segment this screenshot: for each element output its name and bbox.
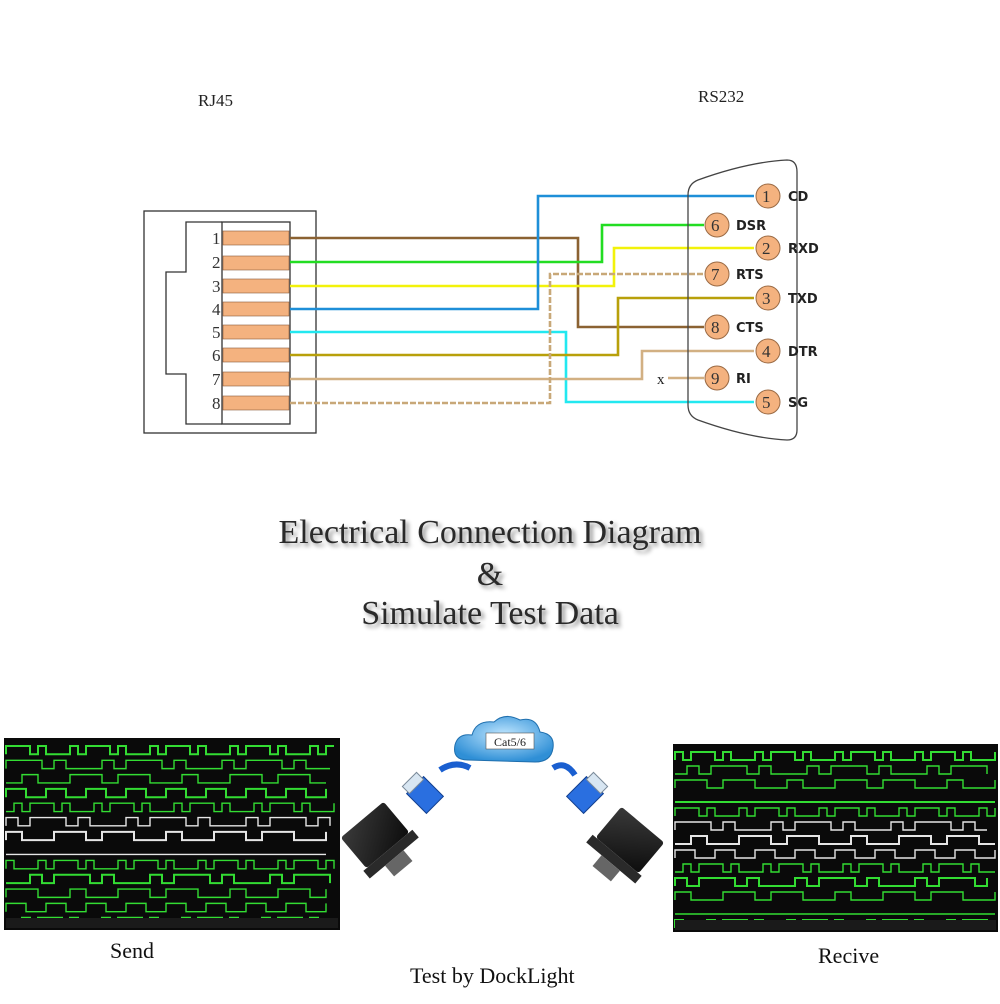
wire-pin3-rxd	[290, 246, 754, 288]
db9-pin-number-9: 9	[711, 369, 720, 388]
db9-pin-7	[704, 261, 730, 287]
title-line-3: Simulate Test Data	[361, 595, 619, 632]
scope-trace	[5, 859, 335, 870]
send-label: Send	[110, 938, 154, 963]
rj45-pin-1	[222, 230, 290, 246]
db9-pin-2	[755, 235, 781, 261]
rj45-pin-3	[222, 278, 290, 294]
scope-trace	[675, 765, 988, 775]
title-line-2: &	[477, 556, 503, 593]
db9-pin-name-txd: TXD	[788, 292, 818, 307]
db9-pins: 1 CD 6 DSR 2 RXD 7 RTS 3 TXD 8 CTS 4 DTR…	[657, 183, 819, 415]
scope-trace	[5, 830, 327, 842]
cloud-icon: Cat5/6	[454, 716, 554, 763]
wire-pin1-cts	[290, 236, 704, 329]
rj45-pin-7	[222, 371, 290, 387]
db9-pin-name-cts: CTS	[736, 321, 764, 336]
db9-pin-6	[704, 212, 730, 238]
test-label: Test by DockLight	[410, 963, 575, 988]
receive-label: Recive	[818, 943, 879, 968]
wire-pin6-txd	[290, 296, 754, 357]
scope-trace	[5, 888, 327, 899]
db9-pin-number-7: 7	[711, 265, 720, 284]
receive-scope-traces	[674, 751, 996, 930]
db9-connector	[687, 159, 798, 441]
send-scope-screenshot	[4, 738, 340, 930]
db9-pin-name-rts: RTS	[736, 268, 764, 283]
scope-trace	[5, 745, 334, 756]
db9-pin-3	[755, 285, 781, 311]
scope-trace	[6, 802, 335, 813]
scope-trace	[674, 779, 996, 789]
db9-pin-name-sg: SG	[788, 396, 808, 411]
db9-pin-name-cd: CD	[788, 190, 809, 205]
db9-pin-number-6: 6	[711, 216, 720, 235]
scope-trace	[6, 873, 331, 885]
send-scope-traces	[5, 745, 338, 928]
db9-pin-5	[755, 389, 781, 415]
db9-pin-9	[704, 365, 730, 391]
scope-trace	[675, 835, 995, 845]
scope-trace	[6, 773, 326, 784]
scope-trace	[674, 877, 988, 887]
rj45-pin-number-2: 2	[212, 253, 221, 272]
rj45-pin-number-8: 8	[212, 394, 221, 413]
rs232-label: RS232	[698, 87, 744, 106]
wire-pin8-rts	[290, 272, 704, 405]
unconnected-mark: x	[657, 372, 665, 388]
db9-pin-1	[755, 183, 781, 209]
db9-pin-number-2: 2	[762, 239, 771, 258]
scope-trace	[674, 849, 996, 859]
rj45-pin-number-5: 5	[212, 323, 221, 342]
db9-pin-name-dtr: DTR	[788, 345, 818, 360]
db9-pin-name-rxd: RXD	[788, 242, 819, 257]
rj45-pin-5	[222, 324, 290, 340]
title-line-1: Electrical Connection Diagram	[279, 514, 702, 551]
rj45-pin-4	[222, 301, 290, 317]
scope-time-axis	[6, 918, 338, 928]
wire-pin5-sg	[290, 330, 754, 404]
scope-trace	[5, 759, 330, 770]
wire-pin4-cd	[290, 194, 754, 311]
rj45-pin-number-1: 1	[212, 229, 221, 248]
rj45-pin-number-6: 6	[212, 346, 221, 365]
rj45-jack	[143, 210, 317, 434]
db9-pin-8	[704, 314, 730, 340]
scope-trace	[674, 891, 996, 901]
wire-pin2-dsr	[290, 223, 704, 264]
rj45-label: RJ45	[198, 91, 233, 110]
db9-pin-number-5: 5	[762, 393, 771, 412]
rj45-pin-number-4: 4	[212, 300, 221, 319]
scope-time-axis	[675, 920, 996, 930]
scope-trace	[5, 816, 331, 827]
rj45-pin-6	[222, 347, 290, 363]
rj45-pins: 1 2 3 4 5 6 7 8	[212, 229, 290, 413]
scope-trace	[5, 787, 327, 799]
scope-trace	[674, 821, 987, 831]
wire-pin7-dtr	[290, 349, 754, 381]
right-rj45-db9-adapter-icon	[551, 762, 664, 884]
scope-trace	[5, 902, 327, 913]
db9-pin-name-dsr: DSR	[736, 219, 766, 234]
db9-pin-number-1: 1	[762, 187, 771, 206]
db9-pin-4	[755, 338, 781, 364]
main-title: Electrical Connection Diagram & Simulate…	[279, 514, 702, 632]
receive-scope-screenshot	[673, 744, 998, 932]
rj45-pin-2	[222, 255, 290, 271]
rj45-pin-number-7: 7	[212, 370, 221, 389]
db9-pin-number-4: 4	[762, 342, 771, 361]
left-rj45-db9-adapter-icon	[341, 761, 472, 879]
scope-trace	[675, 863, 995, 873]
cloud-label: Cat5/6	[494, 735, 526, 749]
wires	[290, 194, 754, 405]
db9-pin-number-8: 8	[711, 318, 720, 337]
db9-pin-name-ri: RI	[736, 372, 751, 387]
rj45-pin-number-3: 3	[212, 277, 221, 296]
scope-trace	[674, 807, 996, 817]
rj45-pin-8	[222, 395, 290, 411]
scope-trace	[674, 751, 996, 761]
db9-pin-number-3: 3	[762, 289, 771, 308]
